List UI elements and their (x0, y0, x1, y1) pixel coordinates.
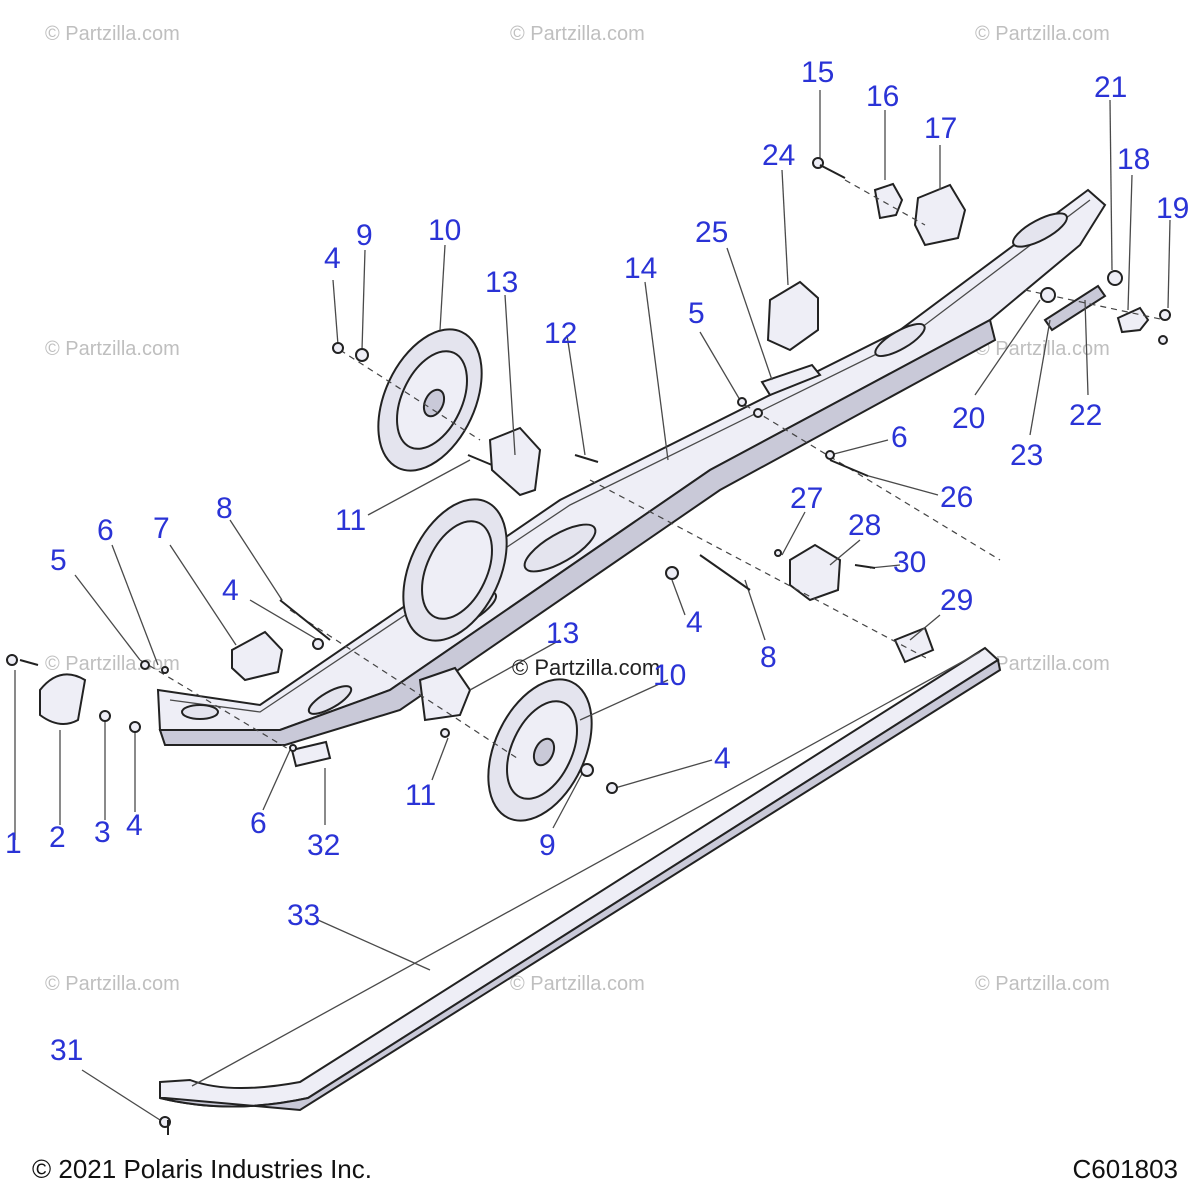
copyright-notice: © 2021 Polaris Industries Inc. (32, 1154, 372, 1184)
ski-wear-bar (159, 646, 1002, 1112)
callout-13: 13 (485, 266, 518, 299)
mount-block (913, 183, 967, 247)
callout-24: 24 (762, 139, 795, 172)
callout-32: 32 (307, 829, 340, 862)
callout-4: 4 (686, 606, 703, 639)
callout-21: 21 (1094, 71, 1127, 104)
callout-15: 15 (801, 56, 834, 89)
callout-14: 14 (624, 252, 657, 285)
watermark: © Partzilla.com (975, 23, 1110, 45)
rear-mount (789, 543, 842, 602)
front-bumper (39, 673, 87, 725)
callout-30: 30 (893, 546, 926, 579)
leader-lines (14, 90, 1171, 1121)
callout-4: 4 (714, 742, 731, 775)
bushing (873, 182, 904, 220)
callout-11: 11 (335, 504, 366, 537)
callout-31: 31 (50, 1034, 83, 1067)
callout-7: 7 (153, 512, 170, 545)
callout-33: 33 (287, 899, 320, 932)
spring (1043, 284, 1107, 332)
callout-13: 13 (546, 617, 579, 650)
callout-29: 29 (940, 584, 973, 617)
upper-spacer (488, 426, 542, 497)
callout-6: 6 (250, 807, 267, 840)
watermark: © Partzilla.com (975, 653, 1110, 675)
callout-8: 8 (216, 492, 233, 525)
callout-1: 1 (5, 827, 22, 860)
watermark: © Partzilla.com (45, 23, 180, 45)
callout-26: 26 (940, 481, 973, 514)
callout-4: 4 (324, 242, 341, 275)
callouts: 1 2 3 4 5 6 7 8 4 6 32 4 9 10 13 12 14 1… (5, 56, 1189, 1067)
idler-wheel-lower (487, 678, 593, 822)
wear-block (290, 740, 332, 768)
bumper-block (766, 280, 819, 352)
callout-3: 3 (94, 816, 111, 849)
callout-9: 9 (356, 219, 373, 252)
callout-center-watermark: © Partzilla.com (512, 655, 660, 680)
callout-27: 27 (790, 482, 823, 515)
callout-5: 5 (50, 544, 67, 577)
callout-12: 12 (544, 317, 577, 350)
watermark: © Partzilla.com (510, 973, 645, 995)
callout-8: 8 (760, 641, 777, 674)
watermark: © Partzilla.com (510, 23, 645, 45)
callout-10: 10 (653, 659, 686, 692)
watermark: © Partzilla.com (45, 338, 180, 360)
watermarks: © Partzilla.com © Partzilla.com © Partzi… (45, 23, 1110, 995)
callout-6: 6 (891, 421, 908, 454)
watermark: © Partzilla.com (975, 973, 1110, 995)
callout-19: 19 (1156, 192, 1189, 225)
callout-4: 4 (126, 809, 143, 842)
clip (760, 363, 822, 397)
callout-6: 6 (97, 514, 114, 547)
idler-wheel-upper (377, 328, 483, 472)
idler-wheel-middle (402, 498, 508, 642)
lower-spacer (418, 666, 472, 722)
callout-2: 2 (49, 821, 66, 854)
callout-28: 28 (848, 509, 881, 542)
callout-23: 23 (1010, 439, 1043, 472)
spacer-sleeve (893, 626, 935, 664)
front-block (231, 630, 284, 682)
callout-16: 16 (866, 80, 899, 113)
callout-11: 11 (405, 779, 436, 812)
callout-22: 22 (1069, 399, 1102, 432)
callout-17: 17 (924, 112, 957, 145)
callout-20: 20 (952, 402, 985, 435)
callout-5: 5 (688, 297, 705, 330)
callout-25: 25 (695, 216, 728, 249)
watermark: © Partzilla.com (975, 338, 1110, 360)
callout-9: 9 (539, 829, 556, 862)
bracket (1116, 306, 1150, 334)
small-parts (39, 182, 1150, 768)
diagram-code: C601803 (1072, 1154, 1178, 1184)
callout-18: 18 (1117, 143, 1150, 176)
callout-10: 10 (428, 214, 461, 247)
callout-4: 4 (222, 574, 239, 607)
watermark: © Partzilla.com (45, 973, 180, 995)
fasteners (6, 157, 1171, 1135)
